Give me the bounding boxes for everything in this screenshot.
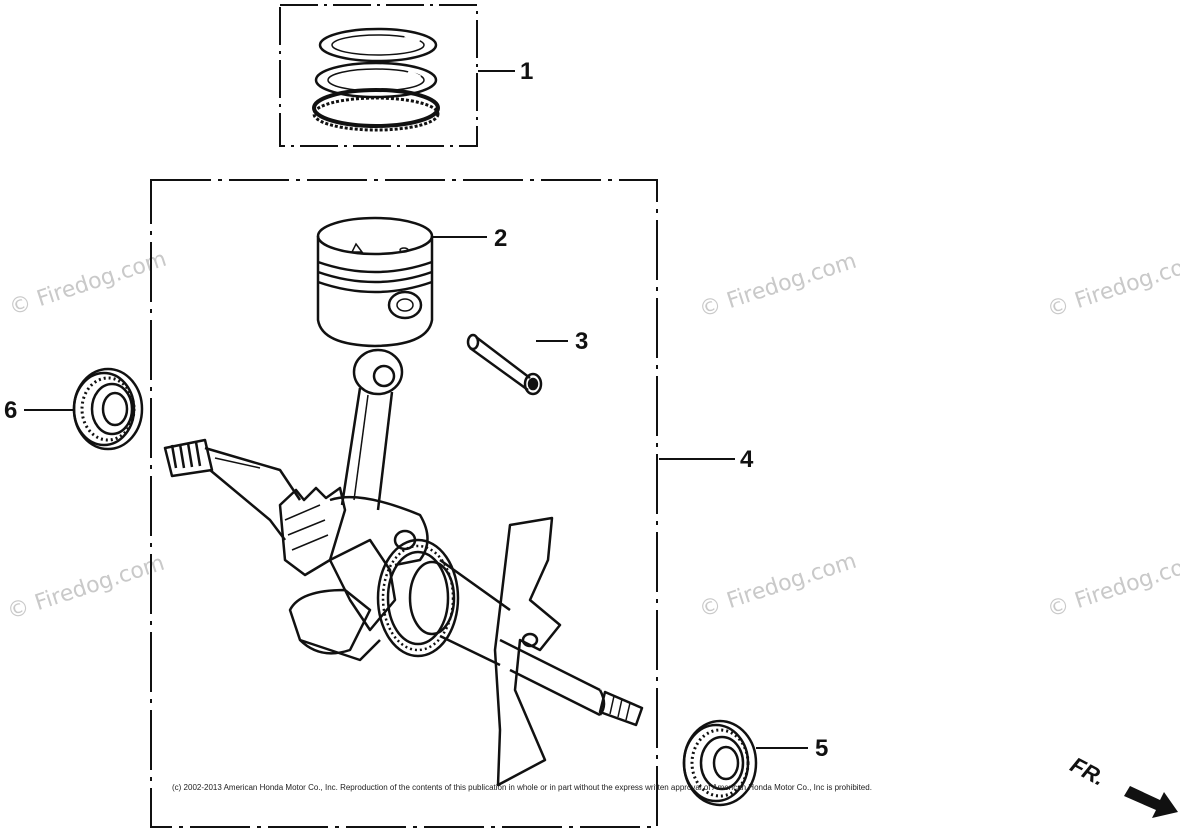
crankshaft-assembly-box (150, 179, 658, 828)
copyright-notice: (c) 2002-2013 American Honda Motor Co., … (172, 783, 872, 792)
front-direction-arrow-icon (1124, 786, 1178, 818)
callout-4: 4 (740, 446, 754, 473)
callout-3: 3 (575, 328, 589, 355)
piston-pin (466, 333, 543, 396)
crankshaft-assembly (163, 348, 644, 787)
piston (316, 216, 434, 348)
bearing-left (72, 367, 144, 451)
bearing-right (682, 719, 758, 807)
callout-6: 6 (4, 397, 18, 424)
callout-5: 5 (815, 735, 829, 762)
piston-ring-set (312, 27, 440, 132)
callout-2: 2 (494, 225, 508, 252)
callout-1: 1 (520, 58, 534, 85)
ring-set-box (279, 4, 478, 147)
